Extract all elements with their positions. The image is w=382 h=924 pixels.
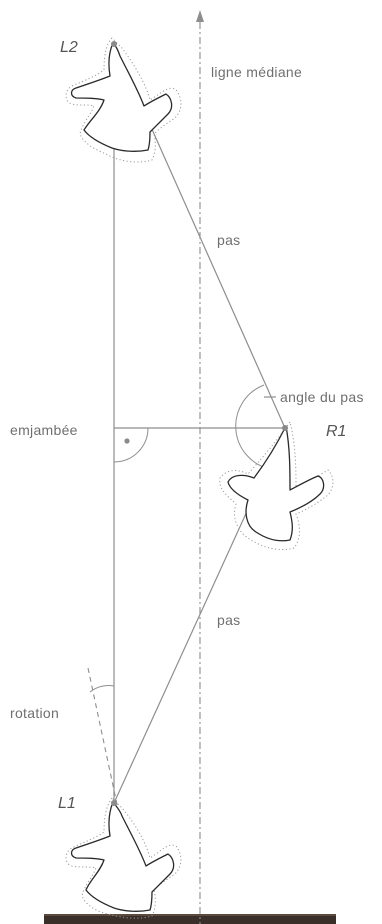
- photo-strip-highlight: [44, 914, 336, 916]
- footprint-l1: [65, 797, 182, 919]
- midline-label: ligne médiane: [211, 64, 302, 80]
- footprint-l2: [65, 37, 182, 163]
- stride-width-label: emjambée: [10, 422, 78, 438]
- track-label-l2: L2: [60, 39, 78, 56]
- pace-label-lower: pas: [217, 612, 240, 628]
- right-angle-arc: [113, 427, 149, 463]
- track-label-l1: L1: [58, 795, 76, 812]
- rotation-label: rotation: [10, 705, 59, 721]
- rotation-arc: [89, 685, 115, 693]
- pace-label-upper: pas: [217, 232, 240, 248]
- pace-angle-arc: [235, 384, 271, 470]
- track-label-r1: R1: [326, 423, 346, 440]
- photo-strip: [44, 914, 336, 924]
- midline-arrow-icon: [196, 10, 204, 22]
- footprint-r1: [219, 420, 334, 551]
- pace-angle-label: angle du pas: [280, 389, 364, 405]
- right-angle-dot: [124, 438, 130, 444]
